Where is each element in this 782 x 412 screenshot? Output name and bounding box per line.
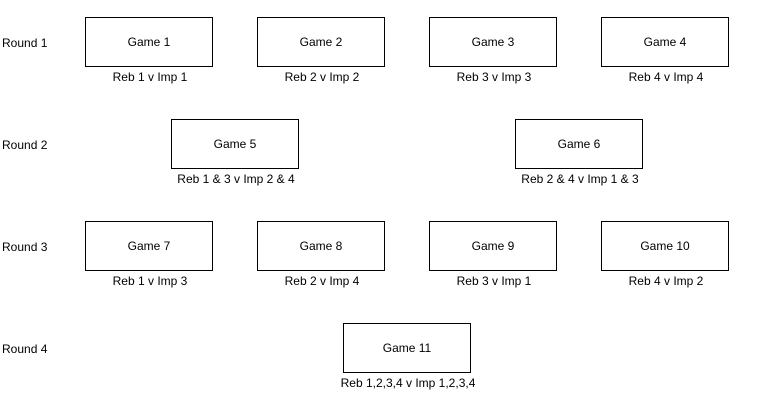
game-box-1: Game 1 [85,17,213,67]
game-title: Game 7 [127,239,171,253]
game-box-5: Game 5 [171,119,299,169]
game-matchup-5: Reb 1 & 3 v Imp 2 & 4 [177,172,295,186]
game-title: Game 6 [557,137,601,151]
game-title: Game 10 [640,239,690,253]
game-matchup-11: Reb 1,2,3,4 v Imp 1,2,3,4 [340,376,476,390]
game-title: Game 8 [299,239,343,253]
game-title: Game 9 [471,239,515,253]
round-label-2: Round 2 [2,138,48,152]
game-matchup-4: Reb 4 v Imp 4 [628,70,704,84]
game-box-3: Game 3 [429,17,557,67]
game-matchup-8: Reb 2 v Imp 4 [284,274,360,288]
round-label-1: Round 1 [2,36,48,50]
game-matchup-2: Reb 2 v Imp 2 [284,70,360,84]
game-box-2: Game 2 [257,17,385,67]
game-box-8: Game 8 [257,221,385,271]
game-box-11: Game 11 [343,323,471,373]
game-title: Game 2 [299,35,343,49]
game-title: Game 3 [471,35,515,49]
game-title: Game 1 [127,35,171,49]
game-box-10: Game 10 [601,221,729,271]
game-matchup-3: Reb 3 v Imp 3 [456,70,532,84]
game-box-4: Game 4 [601,17,729,67]
game-matchup-9: Reb 3 v Imp 1 [456,274,532,288]
game-box-7: Game 7 [85,221,213,271]
game-title: Game 4 [643,35,687,49]
game-title: Game 5 [213,137,257,151]
round-label-4: Round 4 [2,342,48,356]
game-matchup-10: Reb 4 v Imp 2 [628,274,704,288]
game-title: Game 11 [382,341,432,355]
game-matchup-7: Reb 1 v Imp 3 [112,274,188,288]
game-box-6: Game 6 [515,119,643,169]
game-matchup-6: Reb 2 & 4 v Imp 1 & 3 [521,172,639,186]
game-box-9: Game 9 [429,221,557,271]
round-label-3: Round 3 [2,240,48,254]
game-matchup-1: Reb 1 v Imp 1 [112,70,188,84]
